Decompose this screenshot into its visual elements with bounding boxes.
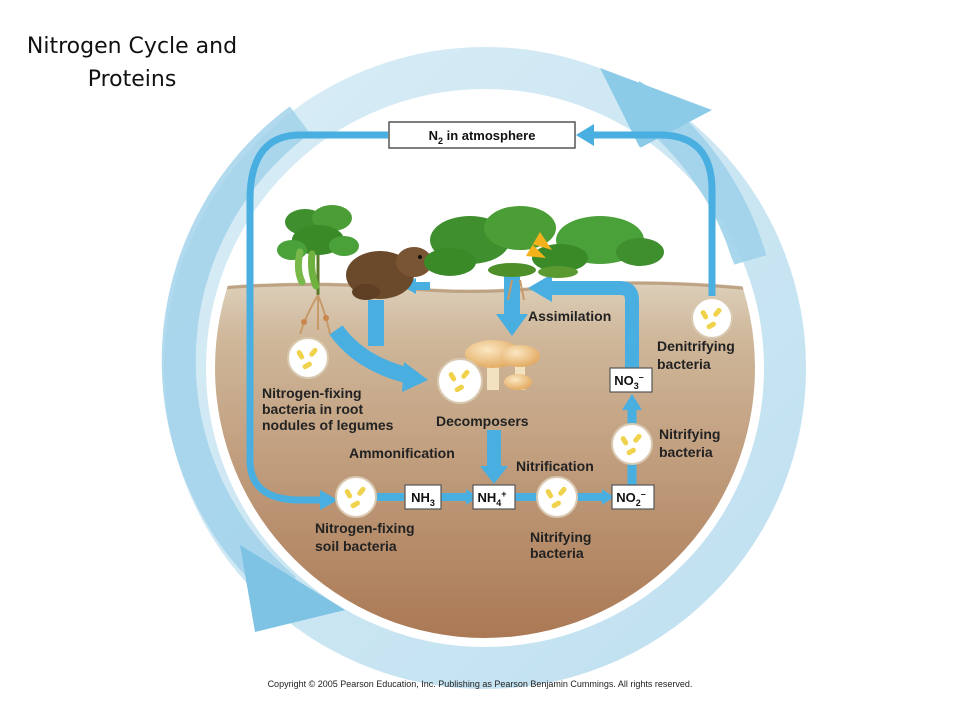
arrowhead-to-nh4 bbox=[466, 489, 478, 505]
outer-arrowhead-bottom-left bbox=[240, 545, 345, 632]
arrowhead-ammonification bbox=[480, 466, 508, 484]
arrowhead-to-atmosphere bbox=[576, 124, 594, 146]
slide-title-line-2: Proteins bbox=[87, 67, 177, 92]
soil-surface-line bbox=[215, 281, 755, 294]
arrowhead-to-soil-fixers bbox=[320, 490, 338, 510]
squash-plants-illustration bbox=[424, 206, 664, 301]
bacteria-nitrifying-upper bbox=[611, 423, 653, 465]
label-root-fixers-line-1: Nitrogen-fixing bbox=[262, 385, 362, 401]
svg-text:NO2–: NO2– bbox=[616, 489, 646, 508]
arrow-atmosphere-to-soil-fixers bbox=[246, 131, 388, 504]
label-nitrifying-upper-line-2: bacteria bbox=[659, 444, 713, 460]
atmosphere-label: N2 in atmosphere bbox=[429, 128, 536, 146]
arrowhead-to-decomposers bbox=[402, 362, 428, 392]
outer-ring-left-arc bbox=[161, 106, 311, 603]
label-soil-fixers-line-1: Nitrogen-fixing bbox=[315, 520, 415, 536]
bacteria-soil-fixing bbox=[335, 476, 377, 518]
compound-no2: NO2– bbox=[611, 484, 655, 510]
compound-no3: NO3– bbox=[609, 367, 653, 393]
arrow-assimilation bbox=[548, 281, 639, 368]
label-soil-fixers-line-2: soil bacteria bbox=[315, 538, 397, 554]
label-nitrifying-lower-line-1: Nitrifying bbox=[530, 529, 591, 545]
label-root-fixers-line-3: nodules of legumes bbox=[262, 417, 394, 433]
copyright-notice: Copyright © 2005 Pearson Education, Inc.… bbox=[267, 679, 693, 689]
bacteria-circles bbox=[287, 297, 733, 518]
bacteria-denitrifying bbox=[691, 297, 733, 339]
slide-title-line-1: Nitrogen Cycle and bbox=[26, 34, 238, 59]
svg-text:NH4+: NH4+ bbox=[477, 489, 506, 508]
compound-nh4: NH4+ bbox=[472, 484, 516, 510]
svg-text:NH3: NH3 bbox=[411, 490, 435, 508]
atmosphere-box: N2 in atmosphere bbox=[388, 121, 576, 149]
label-root-fixers-line-2: bacteria in root bbox=[262, 401, 363, 417]
bacteria-root-nodules bbox=[287, 337, 329, 379]
arrow-denitrification bbox=[592, 131, 716, 296]
svg-text:NO3–: NO3– bbox=[614, 372, 644, 391]
mushrooms-illustration bbox=[465, 340, 540, 390]
bacteria-decomposers bbox=[437, 358, 483, 404]
cycle-arrows bbox=[246, 124, 716, 510]
arrowhead-to-plants bbox=[528, 274, 552, 302]
label-denitrifying-line-2: bacteria bbox=[657, 356, 711, 372]
outer-cycle-ring bbox=[161, 47, 806, 689]
arrowhead-to-no3 bbox=[622, 394, 642, 410]
bacteria-nitrifying-lower bbox=[536, 476, 578, 518]
arrowhead-to-no2 bbox=[602, 489, 614, 505]
label-nitrifying-upper-line-1: Nitrifying bbox=[659, 426, 720, 442]
label-denitrifying-line-1: Denitrifying bbox=[657, 338, 735, 354]
atmosphere-box-frame bbox=[388, 121, 576, 149]
groundhog-illustration bbox=[346, 247, 432, 300]
label-nitrifying-lower-line-2: bacteria bbox=[530, 545, 584, 561]
label-ammonification: Ammonification bbox=[349, 445, 455, 461]
arrowhead-plants-to-decomposers bbox=[496, 314, 528, 336]
label-assimilation: Assimilation bbox=[528, 308, 611, 324]
label-decomposers: Decomposers bbox=[436, 413, 529, 429]
legume-plant-illustration bbox=[277, 205, 359, 335]
arrow-legume-to-decomposers bbox=[329, 325, 412, 384]
label-nitrification: Nitrification bbox=[516, 458, 594, 474]
compound-nh3: NH3 bbox=[404, 484, 442, 510]
outer-arrowhead-top-right bbox=[600, 68, 712, 148]
slide-title: Nitrogen Cycle and Proteins bbox=[18, 30, 246, 96]
